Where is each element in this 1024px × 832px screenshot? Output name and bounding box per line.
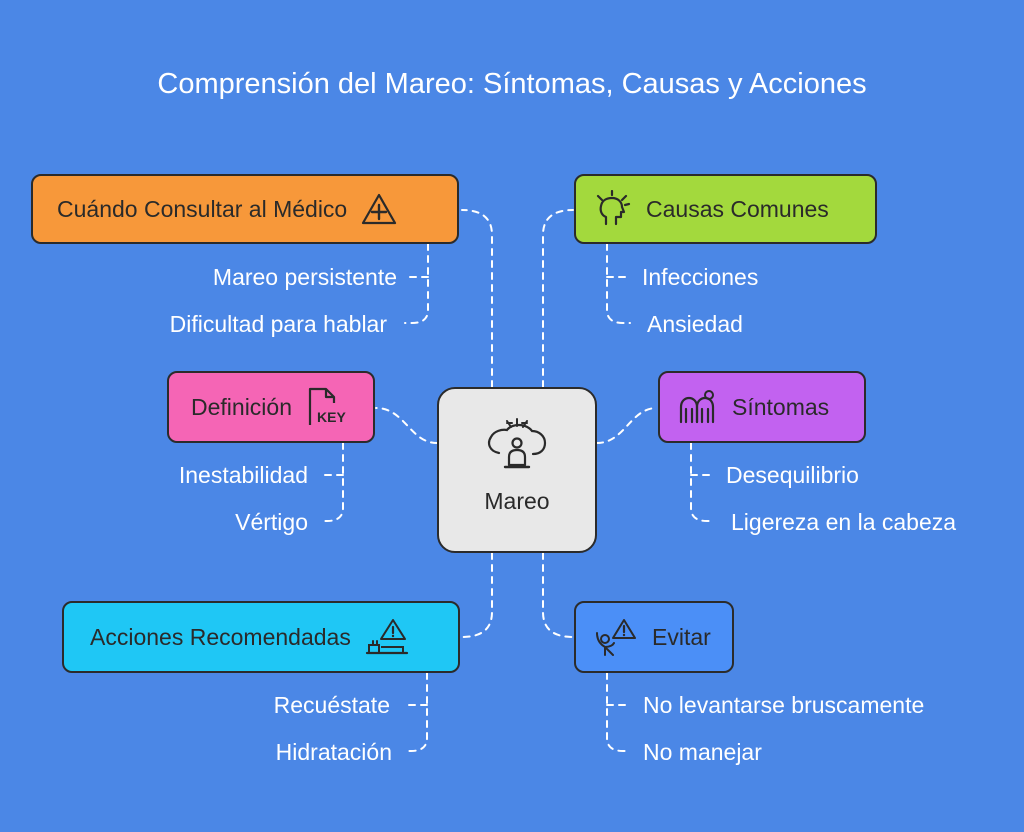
sintomas-item-1: Desequilibrio [726,462,859,488]
diagram-title: Comprensión del Mareo: Síntomas, Causas … [157,68,867,100]
svg-text:KEY: KEY [317,409,346,425]
dizzy-person-icon [485,417,549,476]
branch-causas: Causas Comunes [574,174,877,244]
head-burst-icon [594,190,632,228]
evitar-item-1: No levantarse bruscamente [643,692,925,718]
connector-medico-items [404,243,429,324]
warning-plus-icon [361,192,397,226]
key-document-icon: KEY [306,385,350,429]
connector-sintomas-items [690,442,715,522]
connector-definicion-items [319,442,344,522]
person-warning-icon [594,617,638,657]
branch-evitar-label: Evitar [652,623,711,650]
connector-evitar [542,552,574,638]
branch-evitar: Evitar [574,601,734,673]
connector-causas-items [606,243,631,324]
definicion-item-2: Vértigo [235,509,308,535]
medico-item-1: Mareo persistente [212,264,397,290]
sintomas-item-2: Ligereza en la cabeza [731,509,957,535]
medico-item-2: Dificultad para hablar [169,311,387,337]
branch-acciones: Acciones Recomendadas [62,601,460,673]
branch-definicion: Definición KEY [167,371,375,443]
branch-sintomas: Síntomas [658,371,866,443]
connector-acciones-items [403,672,428,752]
definicion-item-1: Inestabilidad [178,462,308,488]
connector-medico [461,209,493,388]
branch-acciones-label: Acciones Recomendadas [90,623,351,650]
connector-acciones [461,552,493,638]
branch-medico-label: Cuándo Consultar al Médico [57,195,348,222]
people-symptoms-icon [678,389,718,425]
acciones-item-1: Recuéstate [273,692,390,718]
branch-causas-label: Causas Comunes [646,195,829,222]
center-node-label: Mareo [484,488,550,514]
connector-evitar-items [606,672,631,752]
center-node: Mareo [437,387,597,553]
branch-medico: Cuándo Consultar al Médico [31,174,459,244]
branch-definicion-label: Definición [191,393,292,420]
connector-definicion [375,407,438,444]
branch-sintomas-label: Síntomas [732,393,830,420]
causas-item-2: Ansiedad [647,311,743,337]
acciones-item-2: Hidratación [275,739,392,765]
connector-sintomas [596,407,658,444]
connector-causas [542,209,574,388]
evitar-item-2: No manejar [643,739,762,765]
causas-item-1: Infecciones [642,264,759,290]
lying-down-warning-icon [365,617,409,657]
